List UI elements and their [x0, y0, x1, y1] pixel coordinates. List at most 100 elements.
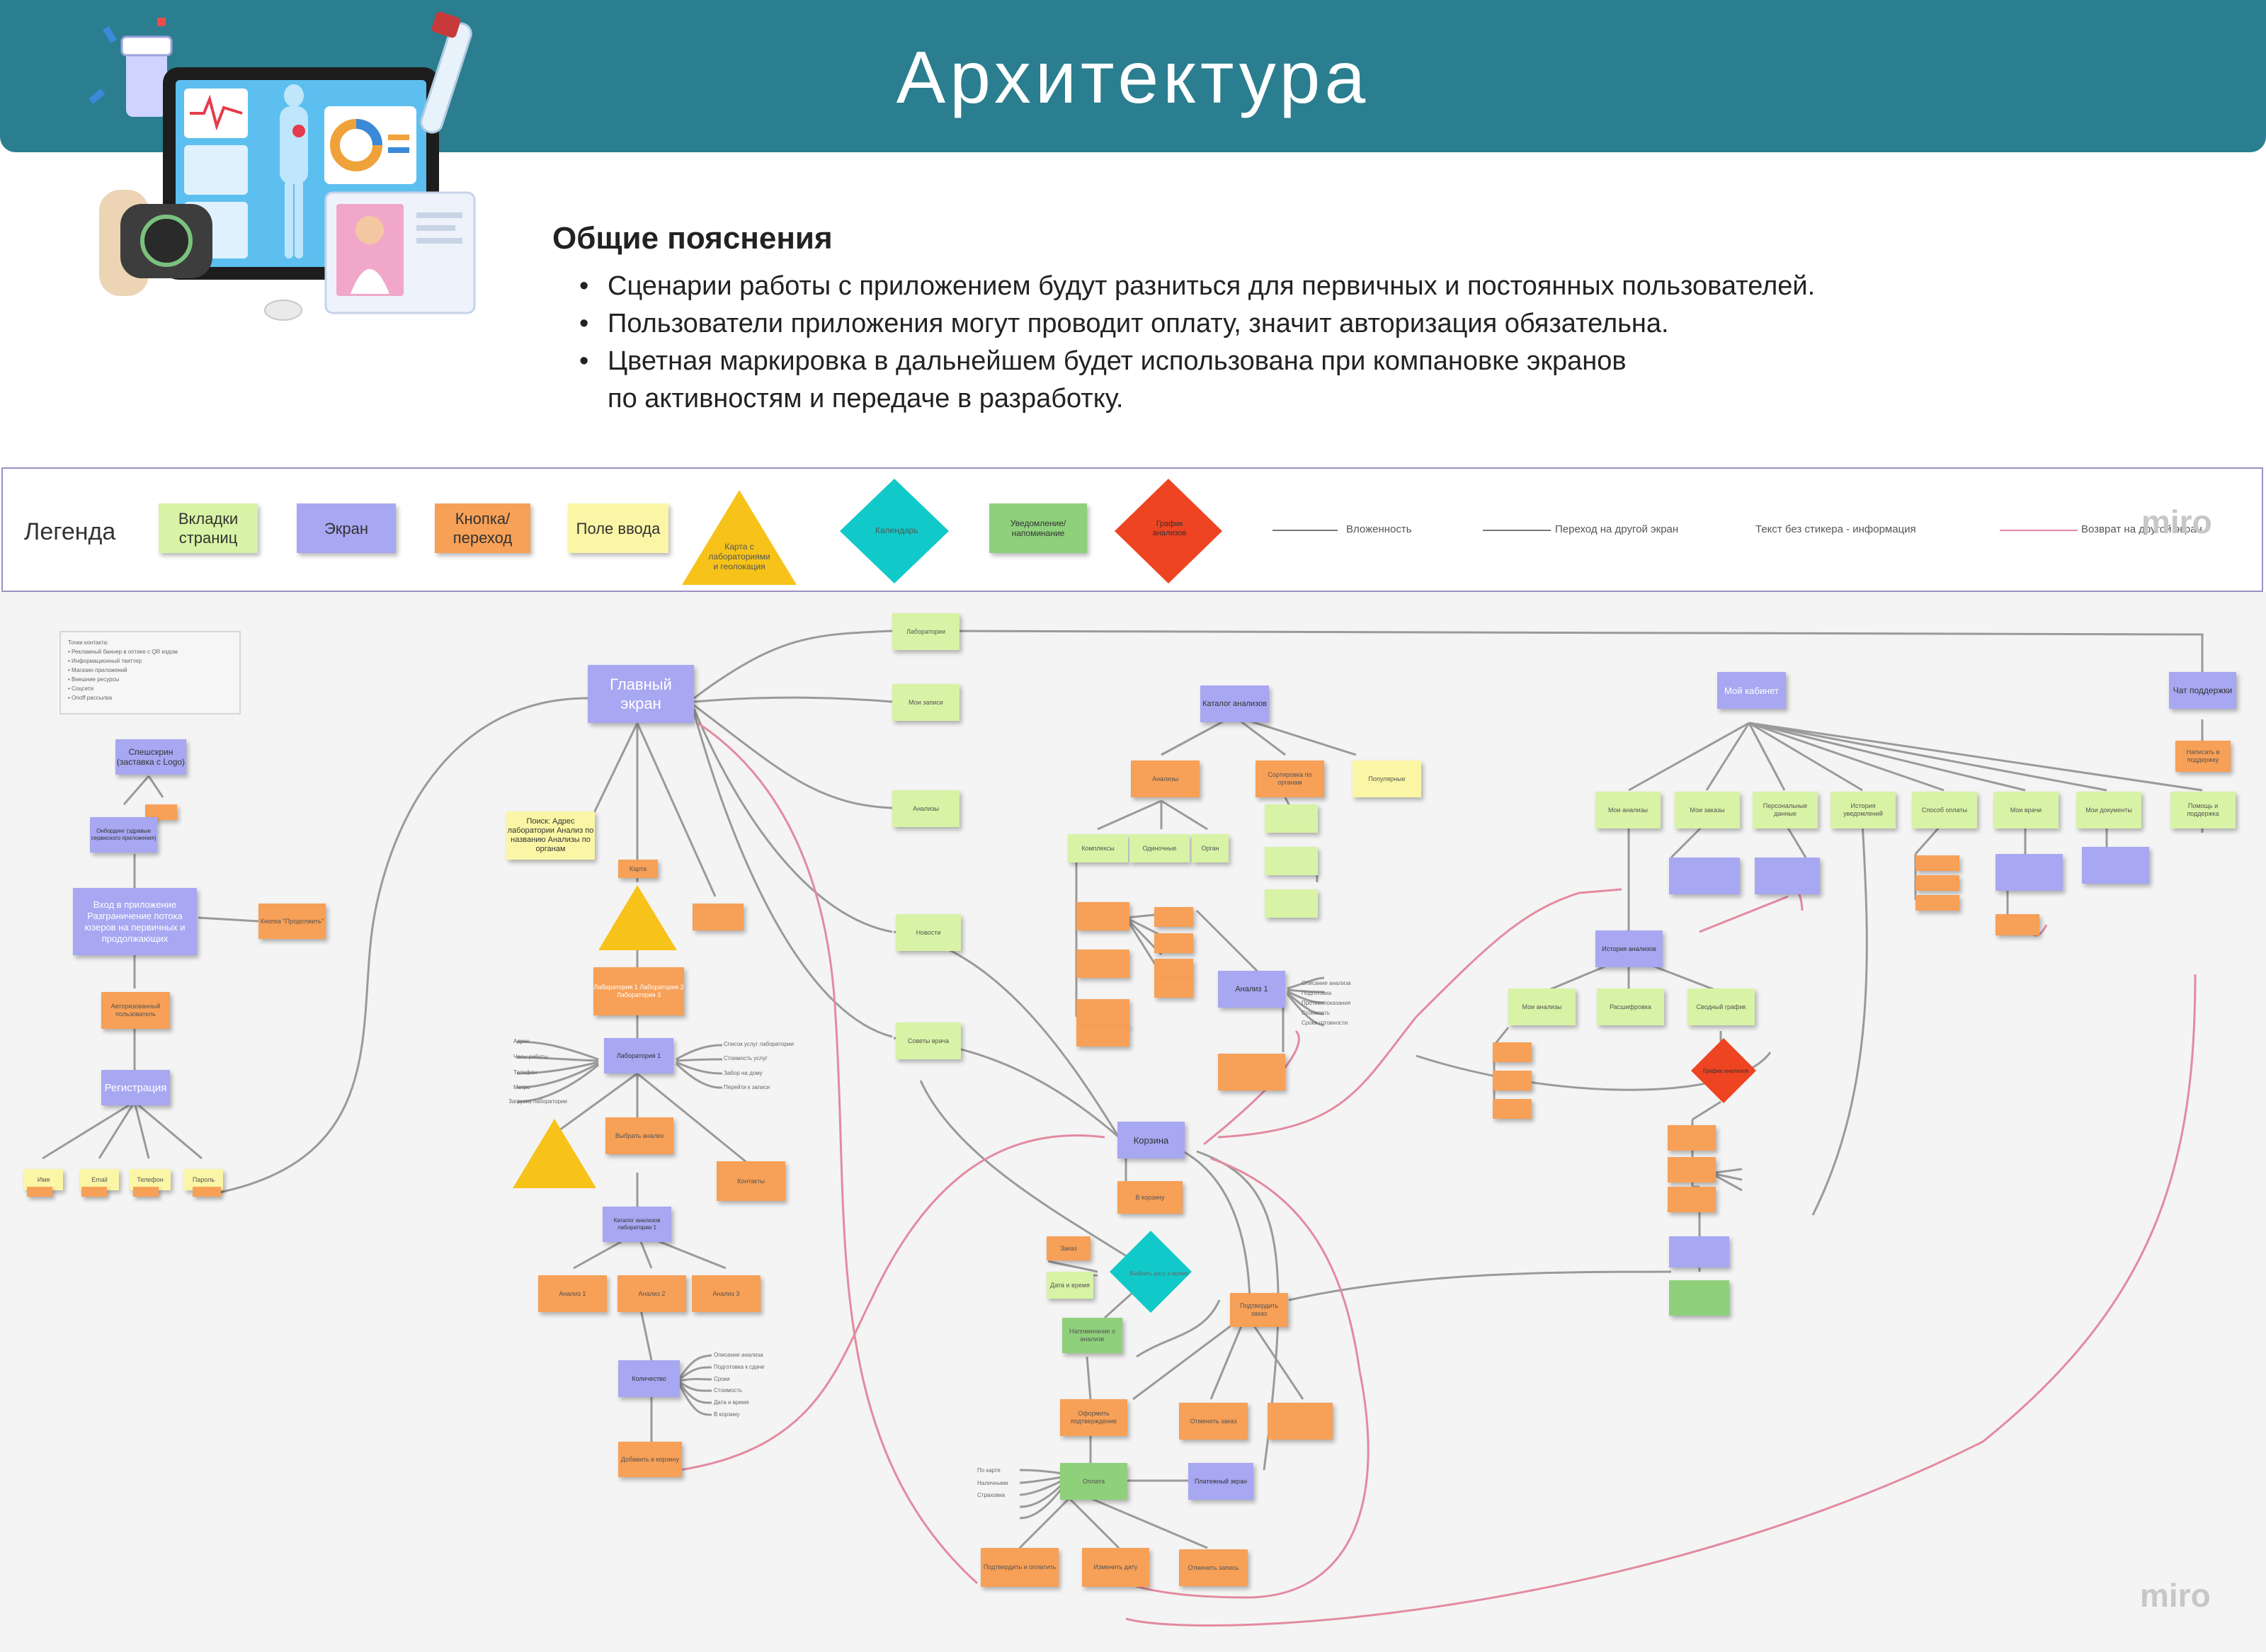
continue-button[interactable]: Кнопка "Продолжить"	[258, 904, 326, 939]
history-btn-2[interactable]	[1493, 1071, 1532, 1090]
legend-nesting-label: Вложенность	[1346, 523, 1412, 535]
add-to-cart-button[interactable]: Добавить в корзину	[618, 1442, 682, 1477]
cart-order-button[interactable]: Заказ	[1047, 1236, 1091, 1260]
authorized-button[interactable]: Авторизованный пользователь	[101, 992, 170, 1029]
bottom-change-date-button[interactable]: Изменить дату	[1082, 1548, 1149, 1587]
organ-tab-1[interactable]	[1265, 804, 1318, 833]
notifications-screen[interactable]	[1669, 1236, 1729, 1268]
analysis-2-button[interactable]: Анализ 2	[617, 1275, 686, 1312]
catalog-sub-btn-3[interactable]	[1154, 959, 1193, 979]
cab-tab-payment[interactable]: Способ оплаты	[1912, 792, 1977, 828]
history-tab-summary[interactable]: Сводный график	[1687, 989, 1755, 1025]
documents-screen[interactable]	[2082, 847, 2149, 884]
catalog-btn-4[interactable]	[1076, 1025, 1129, 1047]
payment-screen[interactable]: Платежный экран	[1188, 1463, 1253, 1500]
payment-btn-3[interactable]	[1915, 895, 1959, 911]
schedule-btn-1[interactable]	[1668, 1125, 1716, 1151]
catalog-card-organs[interactable]: Сортировка по органам	[1256, 761, 1324, 797]
cab-tab-orders[interactable]: Мои заказы	[1675, 792, 1740, 828]
recall-sticker[interactable]: Напоминание о анализе	[1062, 1318, 1122, 1353]
tab-analyses[interactable]: Анализы	[892, 790, 960, 827]
labs-list-sticker[interactable]: Лаборатория 1 Лаборатория 2 Лаборатория …	[593, 967, 684, 1015]
recall-notification[interactable]	[1669, 1280, 1729, 1316]
analysis-catalog-screen[interactable]: Каталог анализов лаборатории 1	[603, 1207, 671, 1242]
analysis-add-button[interactable]	[1218, 1054, 1285, 1090]
catalog-tab-single[interactable]: Одиночные	[1129, 834, 1190, 862]
payment-sticker[interactable]: Оплата	[1060, 1463, 1127, 1500]
reg-button-3[interactable]	[133, 1187, 159, 1197]
quantity-screen[interactable]: Количество	[618, 1360, 680, 1397]
order-arrange-button[interactable]: Оформить подтверждение	[1060, 1399, 1127, 1436]
support-button[interactable]: Написать в поддержку	[2175, 741, 2231, 772]
map-mini-button[interactable]: Карта	[618, 860, 658, 878]
labs-map-triangle[interactable]	[597, 884, 678, 952]
catalog-sub-btn-4[interactable]	[1154, 978, 1193, 998]
catalog-screen[interactable]: Каталог анализов	[1200, 685, 1269, 722]
personal-data-screen[interactable]	[1755, 858, 1820, 894]
catalog-card-analyses[interactable]: Анализы	[1131, 761, 1200, 797]
catalog-sub-btn-1[interactable]	[1154, 907, 1193, 927]
catalog-tab-complex[interactable]: Комплексы	[1068, 834, 1128, 862]
onboarding-screen-sticker[interactable]: Онбординг (здравые сервисного приложения…	[90, 817, 157, 853]
order-cancel-button[interactable]: Отменить заказ	[1179, 1403, 1248, 1440]
tab-labs[interactable]: Лаборатории	[892, 613, 960, 650]
catalog-btn-2[interactable]	[1076, 950, 1129, 978]
history-tab-analyses[interactable]: Мои анализы	[1508, 989, 1576, 1025]
in-cart-button[interactable]: В корзину	[1117, 1181, 1183, 1214]
payment-btn-2[interactable]	[1915, 875, 1959, 891]
lab1-screen-sticker[interactable]: Лаборатория 1	[604, 1038, 673, 1073]
splash-screen-sticker[interactable]: Спешскрин (заставка с Logo)	[115, 739, 186, 775]
schedule-diamond[interactable]	[1690, 1037, 1758, 1105]
cab-tab-analyses[interactable]: Мои анализы	[1595, 792, 1661, 828]
splash-button[interactable]	[145, 804, 177, 820]
labs-list-button[interactable]	[693, 904, 744, 930]
organ-tab-3[interactable]	[1265, 889, 1318, 918]
bottom-cancel-record-button[interactable]: Отменить запись	[1179, 1549, 1248, 1586]
calendar-diamond[interactable]	[1108, 1229, 1193, 1314]
history-btn-3[interactable]	[1493, 1099, 1532, 1119]
tab-doctor-tips[interactable]: Советы врача	[896, 1022, 961, 1059]
cab-tab-doctors[interactable]: Мои врачи	[1993, 792, 2059, 828]
schedule-btn-2[interactable]	[1668, 1157, 1716, 1183]
analysis-1-button[interactable]: Анализ 1	[538, 1275, 607, 1312]
lab-map-triangle[interactable]	[511, 1117, 598, 1190]
payment-btn-1[interactable]	[1915, 855, 1959, 871]
catalog-tab-organ[interactable]: Орган	[1192, 834, 1229, 862]
choose-analysis-button[interactable]: Выбрать анализ	[605, 1117, 673, 1154]
registration-screen-sticker[interactable]: Регистрация	[101, 1070, 170, 1105]
history-screen[interactable]: История анализов	[1595, 930, 1663, 967]
support-chat-screen[interactable]: Чат поддержки	[2169, 672, 2236, 709]
cart-screen[interactable]: Корзина	[1117, 1122, 1185, 1158]
order-confirm-button[interactable]: Подтвердить заказ	[1230, 1293, 1288, 1327]
schedule-btn-3[interactable]	[1668, 1187, 1716, 1212]
tab-news[interactable]: Новости	[896, 914, 961, 951]
organ-tab-2[interactable]	[1265, 847, 1318, 875]
personal-cabinet-screen[interactable]: Мой кабинет	[1717, 672, 1786, 709]
bottom-confirm-pay-button[interactable]: Подтвердить и оплатить	[981, 1548, 1059, 1587]
reg-button-2[interactable]	[81, 1187, 107, 1197]
tab-my-records[interactable]: Мои записи	[892, 684, 960, 721]
orders-screen[interactable]	[1669, 858, 1740, 894]
cab-tab-notifications[interactable]: История уведомлений	[1831, 792, 1896, 828]
cab-tab-help[interactable]: Помощь и поддержка	[2170, 792, 2236, 828]
doctors-screen[interactable]	[1995, 854, 2063, 891]
catalog-btn-3[interactable]	[1076, 999, 1129, 1027]
main-screen-sticker[interactable]: Главный экран	[588, 665, 694, 723]
login-screen-sticker[interactable]: Вход в приложение Разграничение потока ю…	[73, 888, 197, 955]
search-input-sticker[interactable]: Поиск: Адрес лаборатории Анализ по назва…	[506, 811, 595, 860]
cart-datetime-tab[interactable]: Дата и время	[1047, 1272, 1093, 1299]
catalog-sub-btn-2[interactable]	[1154, 933, 1193, 953]
catalog-card-popular[interactable]: Популярные	[1353, 761, 1421, 797]
contacts-button[interactable]: Контакты	[717, 1161, 785, 1201]
order-extra-button[interactable]	[1268, 1403, 1333, 1440]
history-btn-1[interactable]	[1493, 1042, 1532, 1062]
catalog-btn-1[interactable]	[1076, 902, 1129, 930]
history-tab-decode[interactable]: Расшифровка	[1597, 989, 1664, 1025]
analysis-3-button[interactable]: Анализ 3	[692, 1275, 761, 1312]
doctors-btn[interactable]	[1995, 914, 2039, 935]
cab-tab-personal-data[interactable]: Персональные данные	[1753, 792, 1818, 828]
analysis-1-screen[interactable]: Анализ 1	[1218, 971, 1285, 1008]
reg-button-1[interactable]	[27, 1187, 52, 1197]
reg-button-4[interactable]	[193, 1187, 221, 1197]
cab-tab-documents[interactable]: Мои документы	[2076, 792, 2141, 828]
